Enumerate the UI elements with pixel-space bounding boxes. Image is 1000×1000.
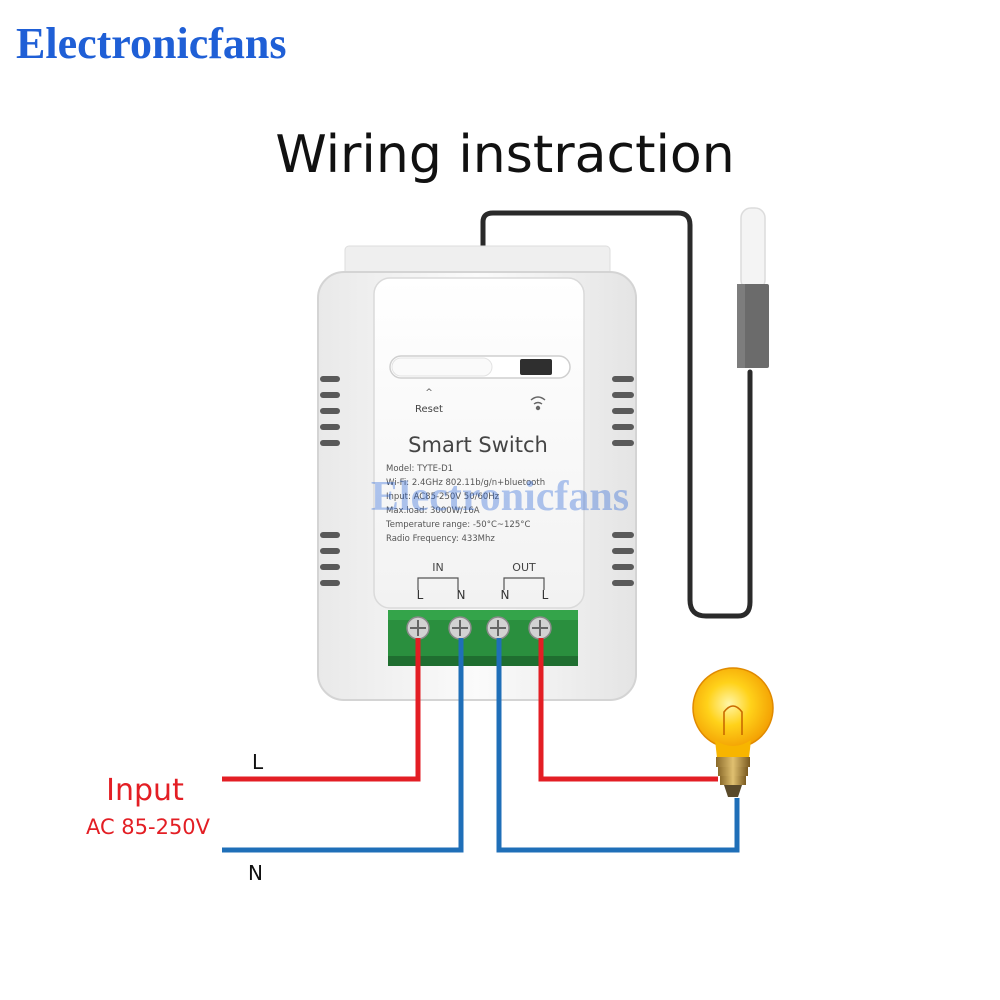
in-group-label: IN	[432, 561, 443, 574]
spec-radio: Radio Frequency: 433Mhz	[386, 534, 495, 544]
wires	[222, 638, 740, 853]
out-group-label: OUT	[512, 561, 536, 574]
bulb-icon	[692, 667, 774, 797]
spec-input: Input: AC85-250V 50/60Hz	[386, 492, 500, 502]
live-label: L	[252, 750, 264, 774]
spec-temperature: Temperature range: -50°C~125°C	[385, 520, 530, 530]
brand-logo: Electronicfans	[16, 19, 287, 68]
input-label: Input	[106, 773, 184, 808]
input-live-wire	[222, 638, 421, 782]
wifi-icon	[530, 396, 546, 411]
neutral-label: N	[248, 861, 263, 885]
terminal-label-out-n: N	[501, 588, 510, 602]
page-title: Wiring instraction	[275, 125, 734, 185]
right-vents	[612, 376, 634, 586]
output-neutral-wire	[496, 638, 740, 853]
left-vents	[320, 376, 340, 586]
svg-text:^: ^	[425, 388, 433, 398]
input-neutral-wire	[222, 638, 464, 853]
smart-switch-device: ^ Reset Smart Switch Model: TYTE-D1 Wi-F…	[317, 245, 637, 701]
watermark: Electronicfans	[371, 474, 629, 520]
terminal-label-in-l: L	[417, 588, 424, 602]
terminal-label-out-l: L	[542, 588, 549, 602]
spec-wifi: Wi-Fi: 2.4GHz 802.11b/g/n+bluetooth	[386, 478, 545, 488]
input-voltage-label: AC 85-250V	[86, 815, 211, 839]
spec-max-load: Max.load: 3000W/16A	[386, 506, 480, 516]
spec-model: Model: TYTE-D1	[386, 464, 453, 474]
terminal-label-in-n: N	[457, 588, 466, 602]
device-name: Smart Switch	[408, 433, 548, 457]
output-live-wire	[538, 638, 718, 782]
sensor-cable	[480, 210, 753, 619]
temperature-probe-icon	[737, 207, 769, 368]
reset-button[interactable]	[520, 359, 552, 375]
reset-label: Reset	[415, 404, 443, 415]
